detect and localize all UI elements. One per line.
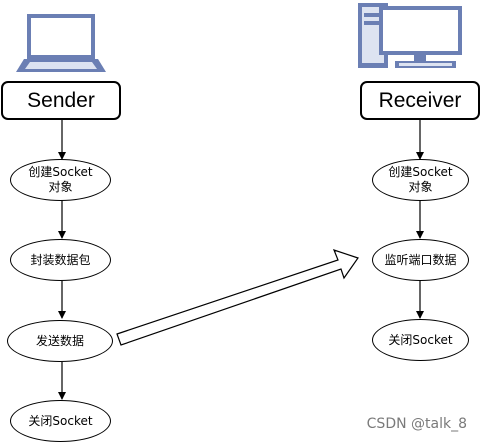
receiver-title-box: Receiver (360, 81, 480, 120)
step-label: 关闭Socket (28, 413, 93, 428)
step-label: 关闭Socket (388, 332, 453, 347)
receiver-title: Receiver (378, 88, 462, 112)
step-label: 发送数据 (35, 333, 84, 348)
receiver-step-close-socket: 关闭Socket (372, 319, 469, 361)
sender-step-create-socket: 创建Socket 对象 (10, 159, 111, 201)
receiver-step-listen-port: 监听端口数据 (372, 239, 469, 281)
step-label-line2: 对象 (48, 180, 73, 194)
step-label-line1: 创建Socket (388, 165, 453, 179)
watermark: CSDN @talk_8 (366, 416, 467, 432)
sender-step-send-data: 发送数据 (7, 320, 113, 362)
step-label: 监听端口数据 (384, 252, 457, 267)
step-label-line2: 对象 (408, 180, 433, 194)
sender-title: Sender (27, 88, 95, 112)
laptop-icon (16, 14, 106, 72)
transfer-arrow (116, 249, 359, 346)
step-label-line1: 创建Socket (28, 165, 93, 179)
sender-title-box: Sender (1, 81, 121, 120)
sender-step-pack-data: 封装数据包 (10, 239, 111, 281)
desktop-computer-icon (358, 3, 462, 68)
receiver-step-create-socket: 创建Socket 对象 (372, 159, 469, 201)
step-label: 封装数据包 (30, 252, 91, 267)
sender-step-close-socket: 关闭Socket (10, 400, 111, 442)
